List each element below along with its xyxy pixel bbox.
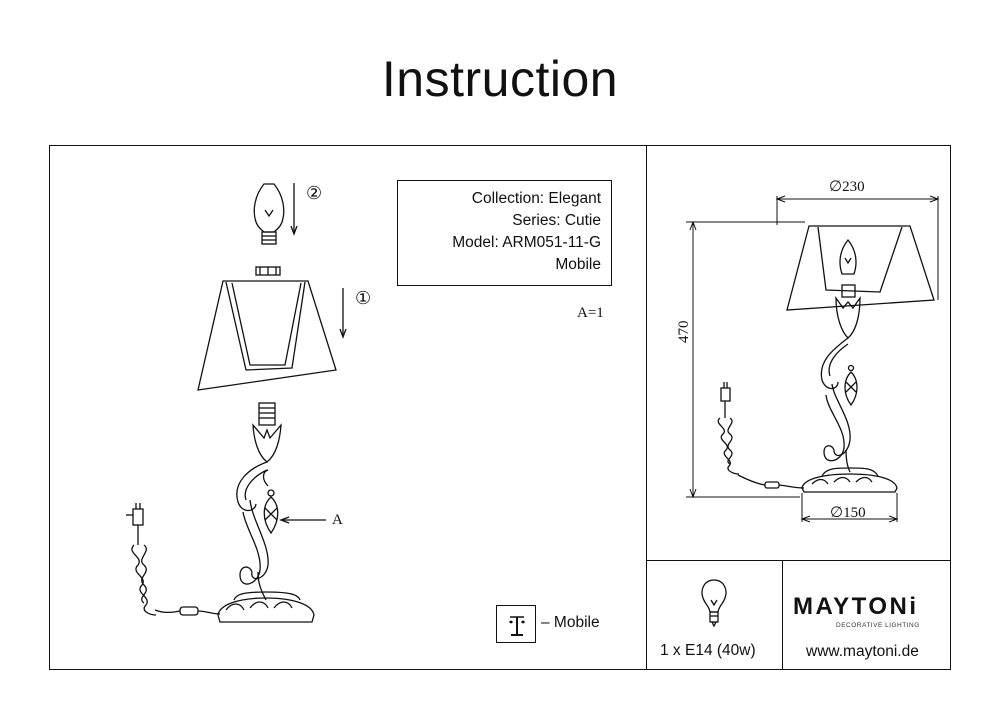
frame-divider-vertical (646, 145, 647, 670)
step-1-marker: ① (355, 288, 372, 308)
frame-divider-footer (782, 560, 783, 670)
frame-divider-horizontal (646, 560, 951, 561)
exploded-cord (126, 503, 221, 616)
mobile-symbol-box (496, 605, 536, 643)
light-bulb-icon (701, 579, 727, 628)
dimension-lines (686, 195, 940, 523)
brand-logo: MAYTONi (793, 593, 919, 620)
series-text: Series: Cutie (512, 212, 601, 229)
assembly-count-label: A=1 (577, 305, 604, 321)
assembled-lamp (717, 225, 935, 493)
variant-text: Mobile (555, 256, 601, 273)
part-a-label: A (332, 512, 343, 528)
base-diameter-label: ∅150 (830, 505, 866, 521)
model-text: Model: ARM051-11-G (452, 234, 601, 251)
mobile-lamp-icon (509, 616, 525, 636)
collection-text: Collection: Elegant (471, 190, 601, 207)
mobile-legend-label: – Mobile (541, 614, 600, 631)
drawing-frame (49, 145, 951, 670)
bulb-spec-text: 1 x E14 (40w) (660, 642, 756, 659)
exploded-bulb (253, 183, 285, 245)
step-2-marker: ② (306, 183, 323, 203)
brand-tagline: DECORATIVE LIGHTING (836, 622, 920, 629)
exploded-shade (197, 280, 337, 391)
model-info-box: Collection: Elegant Series: Cutie Model:… (397, 180, 612, 286)
exploded-lamp-body (217, 402, 315, 623)
shade-diameter-label: ∅230 (829, 179, 865, 195)
page-title: Instruction (381, 51, 619, 107)
website-text: www.maytoni.de (806, 643, 919, 660)
